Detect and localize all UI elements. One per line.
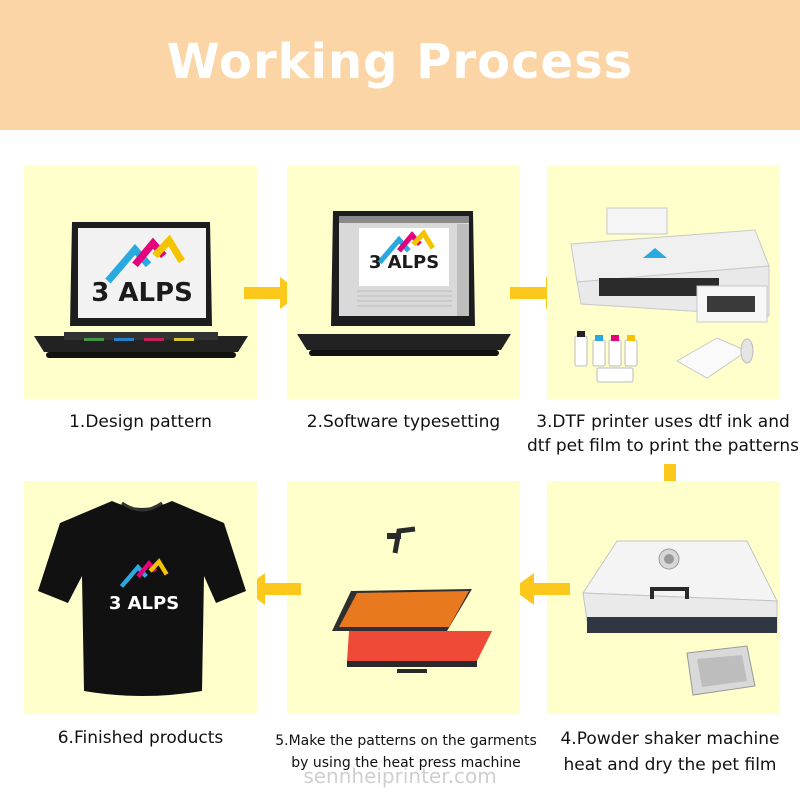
arrow-left-icon (243, 573, 301, 605)
powder-shaker-image (582, 540, 778, 696)
step-5-caption: 5.Make the patterns on the garments by u… (262, 730, 550, 774)
ink-bottles (574, 331, 638, 383)
step-5-line-1: 5.Make the patterns on the garments (275, 733, 537, 749)
step-2-label: 2.Software typesetting (306, 412, 501, 432)
powder-bags (686, 645, 756, 696)
step-2-caption: 2.Software typesetting (287, 412, 520, 432)
step-4-line-1: 4.Powder shaker machine (560, 729, 780, 749)
arrow-left-icon (512, 573, 570, 605)
laptop-software-image: 3 ALPS (297, 211, 511, 356)
step-4-caption: 4.Powder shaker machine heat and dry the… (540, 726, 800, 778)
header-banner: Working Process (0, 0, 800, 130)
step-2-panel: 3 ALPS (287, 166, 520, 399)
logo-text-shirt: 3 ALPS (109, 593, 179, 614)
watermark: sennheiprinter.com (303, 764, 497, 788)
tshirt-image: 3 ALPS (38, 501, 246, 696)
step-3-caption: 3.DTF printer uses dtf ink and dtf pet f… (526, 410, 800, 458)
page-title: Working Process (166, 34, 634, 90)
step-6-panel: 3 ALPS (24, 481, 257, 714)
step-4-panel (547, 481, 780, 714)
laptop-design-image: 3 ALPS (34, 222, 248, 358)
step-1-caption: 1.Design pattern (24, 412, 257, 432)
step-3-line-1: 3.DTF printer uses dtf ink and (536, 412, 790, 432)
logo-text: 3 ALPS (91, 278, 193, 308)
step-6-label: 6.Finished products (57, 728, 224, 748)
logo-text-small: 3 ALPS (369, 252, 439, 273)
heat-press-image (332, 526, 492, 673)
step-5-panel (287, 481, 520, 714)
step-1-panel: 3 ALPS (24, 166, 257, 399)
step-5-line-2: by using the heat press machine (291, 755, 521, 771)
step-3-panel (547, 166, 780, 399)
step-4-line-2: heat and dry the pet film (563, 755, 777, 775)
step-1-label: 1.Design pattern (69, 412, 212, 432)
step-6-caption: 6.Finished products (24, 728, 257, 748)
step-3-line-2: dtf pet film to print the patterns (527, 436, 799, 456)
dtf-printer-image (570, 207, 770, 383)
pet-film-roll (675, 337, 754, 379)
